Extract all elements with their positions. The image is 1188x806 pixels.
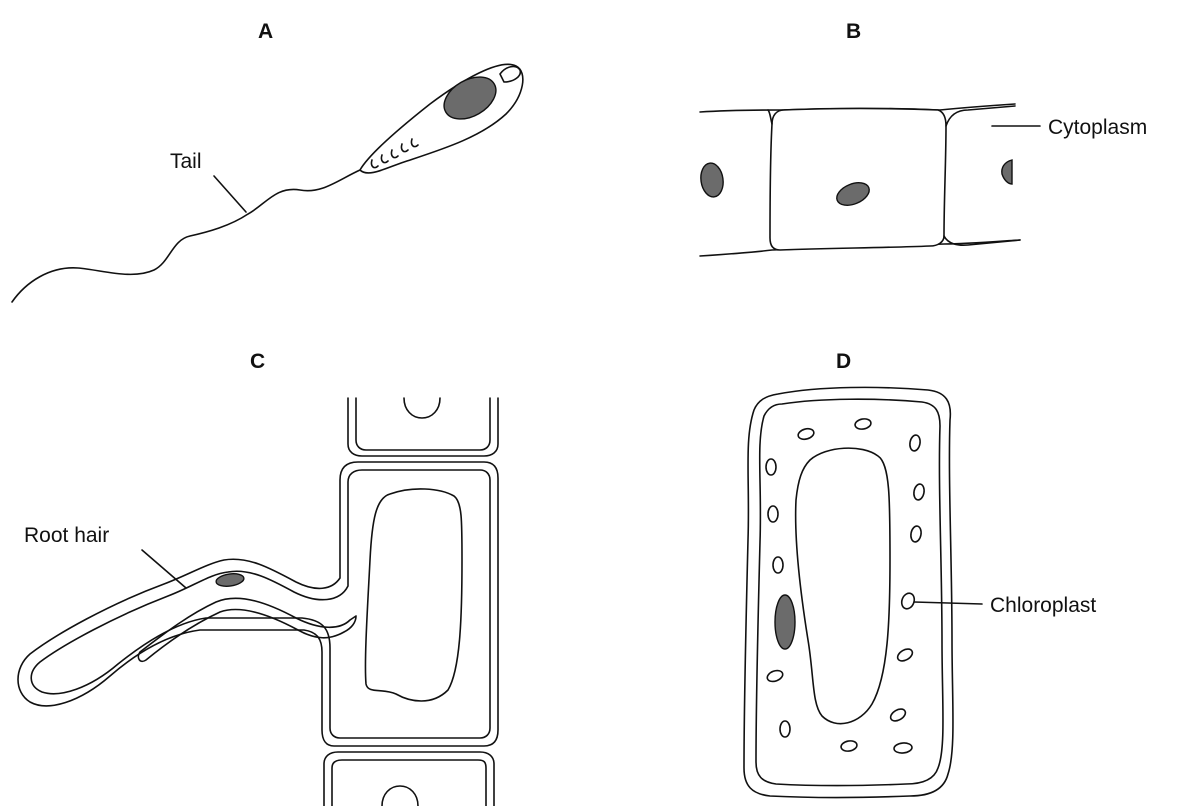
chloroplast-labelled [900,591,917,610]
chloroplast [766,669,784,684]
root-hair-cell-wall-outer [18,462,498,746]
cell-c-lower [324,752,494,806]
cell-b-right-cell-bottom [944,236,1020,245]
chloroplast-pointer-line [914,602,982,604]
chloroplasts [766,418,926,754]
plant-cell-nucleus [775,595,795,649]
panel-a-letter: A [258,20,273,43]
panel-c: C Root hair [18,350,498,806]
chloroplast [909,434,922,451]
nucleus-right-partial [1002,160,1012,184]
panel-c-letter: C [250,350,265,373]
cell-b-left-wall [768,110,772,124]
sperm-tail [12,170,360,302]
chloroplast [889,707,908,724]
nucleus-left [699,162,726,199]
chloroplast [773,557,783,573]
root-hair-vacuole [365,489,462,701]
chloroplast [910,525,923,542]
sperm-head [360,64,523,173]
chloroplast [840,740,857,753]
label-tail: Tail [170,150,202,173]
plant-cell-vacuole [796,448,890,724]
panel-b-letter: B [846,20,861,43]
panel-b: B Cytoplasm [699,20,1147,256]
chloroplast [780,721,790,737]
chloroplast [913,483,926,500]
root-hair-pointer-line [142,550,186,588]
root-hair-cell-wall-inner [31,470,490,738]
chloroplast [896,647,915,664]
label-root-hair: Root hair [24,524,109,547]
cell-b-center [770,109,946,251]
root-hair-nucleus [215,572,244,588]
cell-c-upper [348,398,498,456]
chloroplast [854,418,871,431]
chloroplast [894,742,913,754]
chloroplast [766,459,776,475]
tail-pointer-line [214,176,246,212]
chloroplast [797,427,815,441]
panel-a: A Tail [12,20,523,302]
label-chloroplast: Chloroplast [990,594,1096,617]
panel-d: D Chloroplast [744,350,1096,798]
chloroplast [768,506,778,522]
label-cytoplasm: Cytoplasm [1048,116,1147,139]
panel-d-letter: D [836,350,851,373]
